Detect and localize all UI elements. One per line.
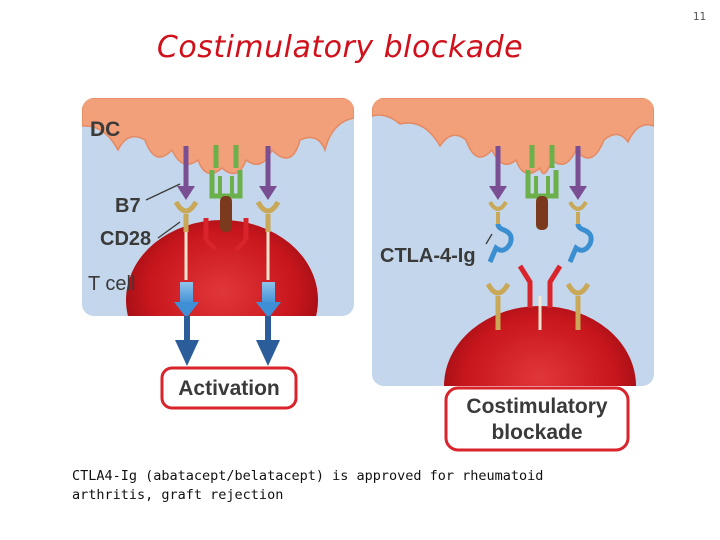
activation-label: Activation (178, 377, 280, 400)
caption: CTLA4-Ig (abatacept/belatacept) is appro… (72, 467, 672, 505)
blockade-box: Costimulatory blockade (444, 386, 630, 452)
caption-line-1: CTLA4-Ig (abatacept/belatacept) is appro… (72, 468, 544, 484)
label-cd28: CD28 (100, 228, 151, 250)
caption-line-2: arthritis, graft rejection (72, 487, 284, 503)
slide-title: Costimulatory blockade (156, 30, 524, 65)
left-panel: DC B7 CD28 T cell (82, 98, 354, 316)
label-ctla4-ig: CTLA-4-Ig (380, 245, 476, 267)
tcr-right (517, 264, 563, 330)
b7-molecules-left (177, 146, 277, 200)
right-panel: CTLA-4-Ig (372, 98, 654, 386)
ctla4-ig-molecules (487, 200, 594, 263)
page-number: 11 (692, 10, 706, 23)
cd28-receptors-right (485, 282, 591, 330)
label-b7: B7 (115, 195, 141, 217)
signal-arrows-left (174, 282, 281, 316)
activation-arrows (175, 316, 280, 366)
blockade-label-line2: blockade (491, 421, 582, 444)
cd28-receptors-left (173, 200, 281, 232)
activation-box: Activation (160, 366, 298, 410)
mhc-tcr-complex-left (203, 145, 249, 252)
dendritic-cell-left (82, 98, 354, 175)
b7-molecules-right (489, 146, 587, 200)
label-dc: DC (90, 118, 120, 141)
t-cell-right (444, 306, 636, 386)
blockade-label-line1: Costimulatory (466, 395, 608, 418)
label-t-cell: T cell (88, 273, 135, 295)
mhc-complex-right (525, 145, 559, 230)
t-cell-left (126, 220, 318, 316)
